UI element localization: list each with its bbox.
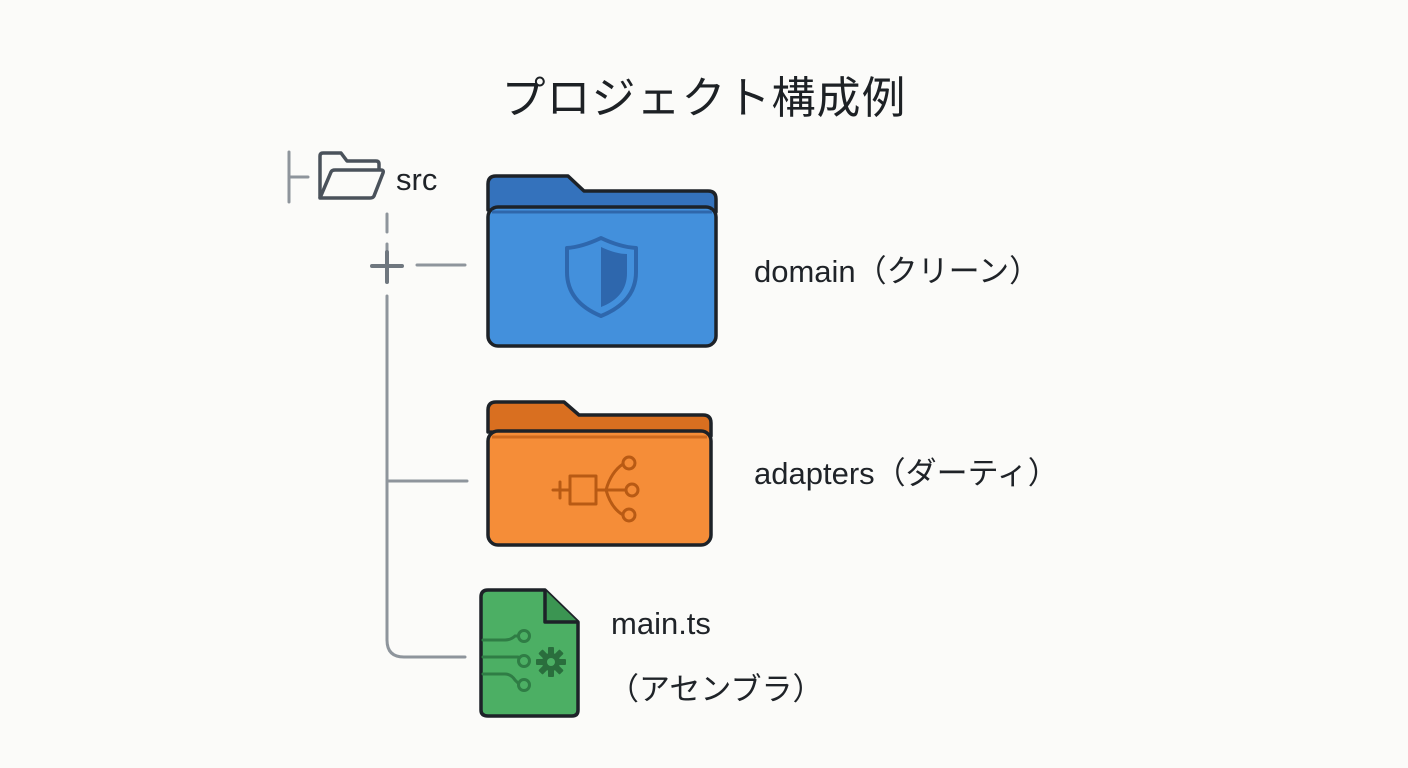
root-connector	[287, 150, 310, 204]
domain-folder-label[interactable]: domain（クリーン）	[754, 254, 1041, 289]
tree-trunk	[385, 212, 467, 659]
gear-icon	[536, 647, 566, 677]
expand-plus-icon	[370, 250, 404, 284]
diagram-title: プロジェクト構成例	[501, 73, 907, 124]
main-file-icon[interactable]	[479, 588, 580, 718]
gear-circuit-icon	[481, 629, 531, 692]
main-file-sublabel: （アセンブラ）	[608, 672, 824, 707]
adapters-folder-label[interactable]: adapters（ダーティ）	[754, 456, 1059, 491]
main-file-label[interactable]: main.ts	[611, 606, 711, 641]
circuit-nodes-icon	[551, 455, 640, 523]
shield-icon	[565, 236, 638, 318]
adapters-folder-icon[interactable]	[486, 400, 713, 547]
open-folder-outline-icon	[318, 151, 385, 200]
src-folder-label[interactable]: src	[396, 162, 438, 197]
